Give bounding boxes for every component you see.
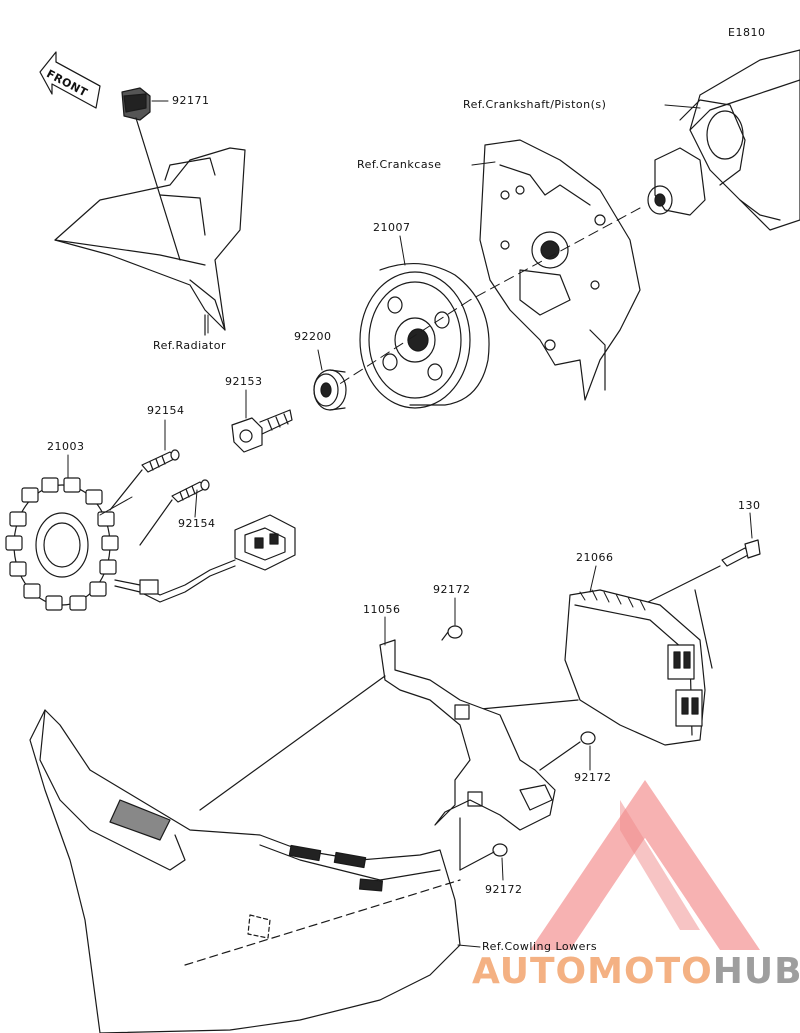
part-92172-screw-right bbox=[539, 731, 596, 771]
watermark-text-part2: HUB bbox=[712, 951, 800, 992]
watermark-text-part1: AUTOMOTO bbox=[472, 951, 713, 992]
label-92172-bottom: 92172 bbox=[485, 883, 523, 896]
label-92172-top: 92172 bbox=[433, 583, 471, 596]
crankshaft-ref-shape bbox=[647, 49, 800, 231]
radiator-ref-shape bbox=[54, 147, 246, 336]
label-92154-upper: 92154 bbox=[147, 404, 185, 417]
leader-lines bbox=[67, 100, 753, 948]
label-11056: 11056 bbox=[363, 603, 401, 616]
label-130: 130 bbox=[738, 499, 761, 512]
stator-connector-shape bbox=[234, 514, 296, 571]
part-92172-screw-bottom bbox=[459, 817, 508, 871]
label-21007: 21007 bbox=[373, 221, 411, 234]
part-11056-bracket-shape bbox=[199, 639, 556, 831]
part-92154-screw-lower bbox=[139, 479, 210, 546]
label-21066: 21066 bbox=[576, 551, 614, 564]
label-92154-lower: 92154 bbox=[178, 517, 216, 530]
cowling-lower-ref-shape bbox=[29, 709, 461, 1033]
crankcase-ref-shape bbox=[479, 139, 641, 401]
part-21003-stator-shape bbox=[5, 477, 236, 611]
label-92171: 92171 bbox=[172, 94, 210, 107]
part-92171-shape bbox=[121, 87, 181, 261]
label-92200: 92200 bbox=[294, 330, 332, 343]
ref-crankshaft-label: Ref.Crankshaft/Piston(s) bbox=[463, 98, 607, 111]
part-92172-screw-top bbox=[441, 625, 463, 641]
part-21007-rotor-shape bbox=[359, 262, 490, 409]
part-21066-regulator-shape bbox=[469, 589, 713, 746]
diagram-code: E1810 bbox=[728, 26, 766, 39]
part-92154-screw-upper bbox=[109, 449, 180, 511]
front-arrow-icon bbox=[39, 51, 101, 109]
ref-radiator-label: Ref.Radiator bbox=[153, 339, 226, 352]
part-92200-washer-shape bbox=[313, 369, 347, 411]
label-21003: 21003 bbox=[47, 440, 85, 453]
ref-cowling-label: Ref.Cowling Lowers bbox=[482, 940, 598, 953]
label-92172-right: 92172 bbox=[574, 771, 612, 784]
watermark-text: AUTOMOTOHUB bbox=[472, 952, 800, 992]
ref-crankcase-label: Ref.Crankcase bbox=[357, 158, 442, 171]
label-92153: 92153 bbox=[225, 375, 263, 388]
part-92153-bolt-shape bbox=[231, 409, 293, 453]
watermark-logo bbox=[530, 780, 760, 950]
